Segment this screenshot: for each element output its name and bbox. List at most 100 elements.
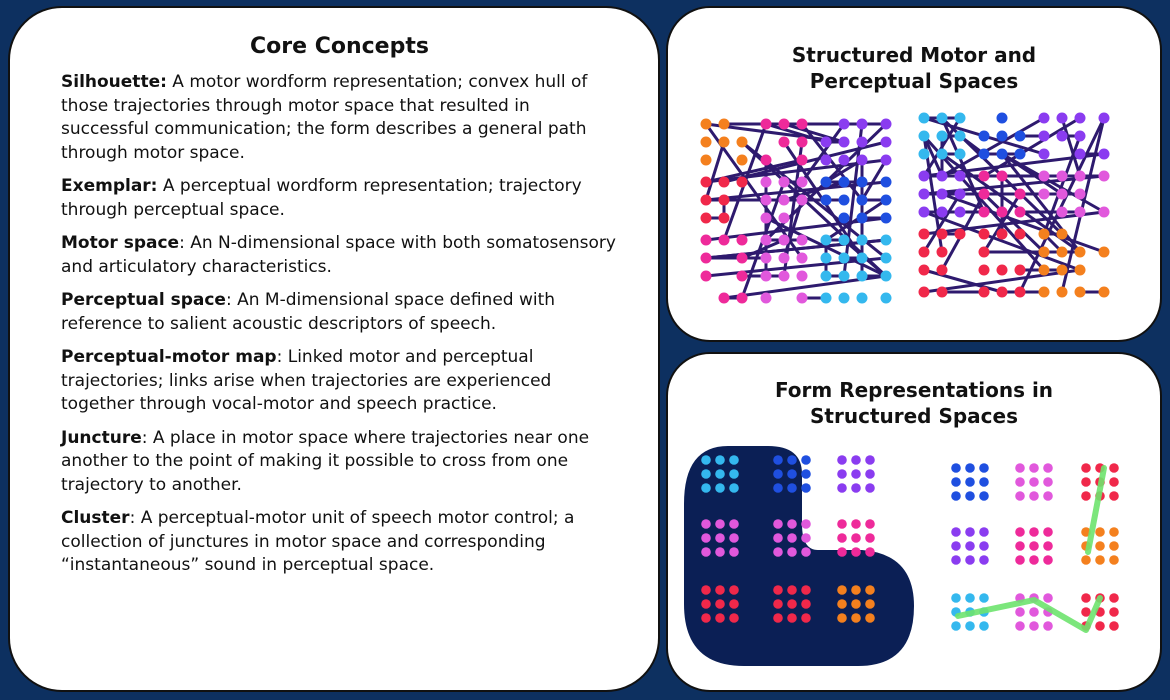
trajectory-link xyxy=(922,152,1106,178)
space-node xyxy=(1056,264,1068,276)
space-node xyxy=(700,154,712,166)
space-node xyxy=(796,292,808,304)
cluster-node xyxy=(979,621,989,631)
cluster-node xyxy=(979,555,989,565)
space-node xyxy=(856,270,868,282)
space-node xyxy=(856,176,868,188)
space-node xyxy=(1074,206,1086,218)
space-node xyxy=(856,154,868,166)
space-node xyxy=(820,252,832,264)
cluster-node xyxy=(1015,607,1025,617)
cluster-node xyxy=(801,455,811,465)
space-node xyxy=(856,136,868,148)
space-node xyxy=(1014,130,1026,142)
space-node xyxy=(760,154,772,166)
trajectory-link xyxy=(782,180,846,202)
form-representation-diagram xyxy=(684,446,1119,666)
cluster-node xyxy=(951,477,961,487)
cluster-node xyxy=(837,469,847,479)
cluster-node xyxy=(801,547,811,557)
cluster-node xyxy=(701,585,711,595)
cluster-node xyxy=(1015,541,1025,551)
space-node xyxy=(1038,286,1050,298)
space-node xyxy=(1074,170,1086,182)
space-node xyxy=(880,194,892,206)
trajectory-link xyxy=(1060,116,1082,178)
trajectory-link xyxy=(1060,116,1106,294)
space-node xyxy=(796,234,808,246)
cluster-node xyxy=(1081,607,1091,617)
cluster-node xyxy=(787,599,797,609)
cluster-node xyxy=(1095,541,1105,551)
cluster-node xyxy=(851,547,861,557)
space-node xyxy=(954,188,966,200)
trajectory-link xyxy=(704,140,726,202)
trajectory-link xyxy=(922,210,1106,236)
space-node xyxy=(820,136,832,148)
cluster-node xyxy=(701,469,711,479)
definition-text: : An M-dimensional space defined with re… xyxy=(61,290,556,334)
space-node xyxy=(820,194,832,206)
trajectory-link xyxy=(940,116,986,214)
cluster-node xyxy=(729,599,739,609)
cluster-node xyxy=(801,483,811,493)
space-node xyxy=(778,212,790,224)
trajectory-link xyxy=(922,268,1082,294)
space-node xyxy=(736,252,748,264)
space-node xyxy=(880,176,892,188)
cluster-node xyxy=(1029,607,1039,617)
definition-motor-space: Motor space: An N-dimensional space with… xyxy=(61,232,618,279)
cluster-node xyxy=(851,613,861,623)
cluster-node xyxy=(1081,463,1091,473)
space-node xyxy=(760,212,772,224)
space-node xyxy=(838,292,850,304)
space-node xyxy=(1014,228,1026,240)
cluster-node xyxy=(787,469,797,479)
space-node xyxy=(936,246,948,258)
space-node xyxy=(978,130,990,142)
cluster-node xyxy=(837,599,847,609)
space-node xyxy=(856,118,868,130)
cluster-node xyxy=(851,533,861,543)
cluster-node xyxy=(715,599,725,609)
space-node xyxy=(1056,130,1068,142)
space-node xyxy=(718,118,730,130)
trajectory-link xyxy=(922,134,944,178)
cluster-node xyxy=(1109,593,1119,603)
cluster-node xyxy=(865,519,875,529)
space-node xyxy=(936,148,948,160)
cluster-node xyxy=(1029,555,1039,565)
cluster-node xyxy=(1015,477,1025,487)
space-node xyxy=(1038,188,1050,200)
space-node xyxy=(936,228,948,240)
cluster-node xyxy=(729,533,739,543)
space-node xyxy=(978,246,990,258)
cluster-node xyxy=(773,547,783,557)
cluster-node xyxy=(773,469,783,479)
space-node xyxy=(954,112,966,124)
cluster-node xyxy=(1029,491,1039,501)
space-node xyxy=(1014,206,1026,218)
cluster-node xyxy=(773,585,783,595)
space-node xyxy=(996,112,1008,124)
space-node xyxy=(1074,112,1086,124)
cluster-node xyxy=(801,599,811,609)
space-node xyxy=(918,228,930,240)
space-node xyxy=(1038,130,1050,142)
space-node xyxy=(954,170,966,182)
cluster-node xyxy=(1029,621,1039,631)
cluster-node xyxy=(715,613,725,623)
space-node xyxy=(936,206,948,218)
title-line: Perceptual Spaces xyxy=(809,69,1019,93)
cluster-node xyxy=(1109,477,1119,487)
space-node xyxy=(978,148,990,160)
cluster-node xyxy=(951,491,961,501)
space-node xyxy=(718,212,730,224)
cluster-node xyxy=(701,613,711,623)
space-node xyxy=(736,292,748,304)
space-node xyxy=(718,292,730,304)
cluster-node xyxy=(951,593,961,603)
space-node xyxy=(856,234,868,246)
